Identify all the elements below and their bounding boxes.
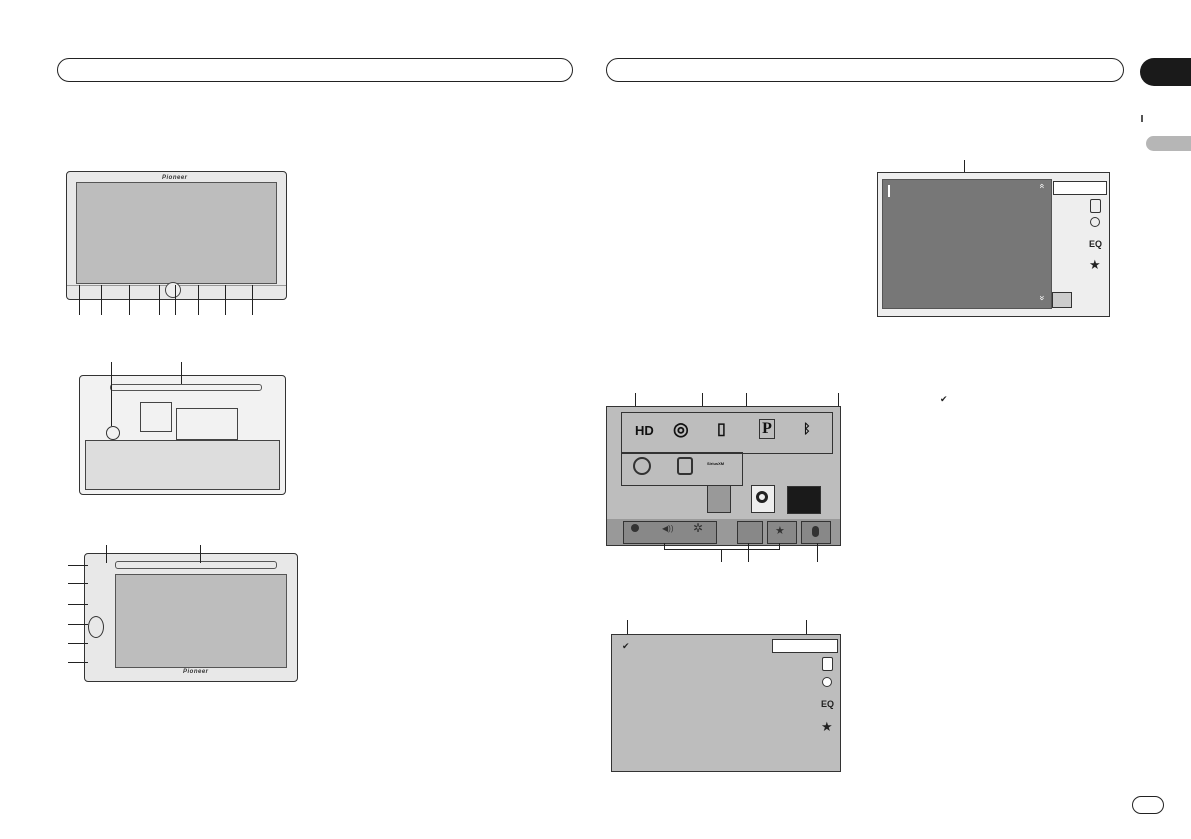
list-area[interactable] <box>882 179 1052 309</box>
aux-icon[interactable] <box>633 457 651 475</box>
bluetooth-button[interactable] <box>801 521 831 544</box>
source-menu-screen: HD ◎ ▯ P ᛒ SiriusXM ◀)) ✲ ★ <box>606 406 841 546</box>
disc-icon[interactable]: ◎ <box>673 419 689 439</box>
bluetooth-icon[interactable]: ᛒ <box>803 421 811 436</box>
favorite-icon[interactable]: ★ <box>1089 257 1101 272</box>
disc-slot-alt <box>115 561 277 569</box>
head-unit-open <box>79 375 286 495</box>
ipod-icon[interactable] <box>677 457 693 475</box>
phone-button-icon <box>812 526 819 537</box>
black-box[interactable] <box>787 486 821 514</box>
scroll-up-icon[interactable]: « <box>1037 183 1048 189</box>
search-icon-2 <box>822 677 832 687</box>
display-screen <box>76 182 277 284</box>
chapter-tab <box>1140 58 1191 86</box>
brand-logo-alt: Pioneer <box>183 669 209 675</box>
usb-source-icon[interactable]: ▯ <box>717 421 726 438</box>
scroll-down-icon[interactable]: » <box>1037 295 1048 301</box>
browse-screen: ✔ EQ ★ <box>611 634 841 772</box>
page-number-badge <box>1132 796 1164 814</box>
favorite-button[interactable]: ★ <box>767 521 797 544</box>
tab-mark <box>1141 115 1143 122</box>
usb-icon <box>1090 199 1101 213</box>
keypad-button[interactable] <box>707 485 731 513</box>
left-header-pill <box>57 58 573 82</box>
usb-icon-2 <box>822 657 833 671</box>
check-icon: ✔ <box>940 394 948 404</box>
disc-button[interactable] <box>751 485 775 513</box>
disc-button-icon <box>756 491 768 503</box>
panel-block <box>176 408 238 440</box>
source-off-icon[interactable] <box>631 524 639 532</box>
list-screen: « » EQ ★ <box>877 172 1110 317</box>
title-box <box>1053 181 1107 195</box>
section-tab <box>1146 136 1191 151</box>
settings-icon[interactable]: ✲ <box>693 521 704 535</box>
favorite-icon-2[interactable]: ★ <box>821 719 833 734</box>
info-box <box>772 639 838 653</box>
volume-icon[interactable]: ◀)) <box>662 524 674 533</box>
source-icons-area <box>621 412 833 454</box>
hand-icon[interactable] <box>1052 292 1072 308</box>
card-slot <box>140 402 172 432</box>
siriusxm-icon[interactable]: SiriusXM <box>707 461 725 466</box>
hd-radio-icon[interactable]: HD <box>635 423 654 438</box>
center-knob[interactable] <box>165 282 181 298</box>
navi-button[interactable] <box>737 521 763 544</box>
favorite-button-icon: ★ <box>775 525 785 537</box>
bottom-group-1 <box>623 521 717 544</box>
knob-alt[interactable] <box>88 616 104 638</box>
eq-icon-2[interactable]: EQ <box>821 699 835 709</box>
disc-slot <box>110 384 262 391</box>
source-icons-area-2 <box>621 452 743 486</box>
display-screen-alt <box>115 574 287 668</box>
head-unit-front: Pioneer <box>66 171 287 300</box>
head-unit-alt: Pioneer <box>84 553 298 682</box>
connector-area <box>85 440 280 490</box>
check-toggle-icon[interactable]: ✔ <box>622 641 630 651</box>
pandora-icon[interactable]: P <box>759 419 775 439</box>
reset-button[interactable] <box>106 426 120 440</box>
right-header-pill <box>606 58 1124 82</box>
eq-icon[interactable]: EQ <box>1089 239 1103 249</box>
brand-logo: Pioneer <box>162 175 188 181</box>
search-icon <box>1090 217 1100 227</box>
cursor <box>888 185 890 197</box>
